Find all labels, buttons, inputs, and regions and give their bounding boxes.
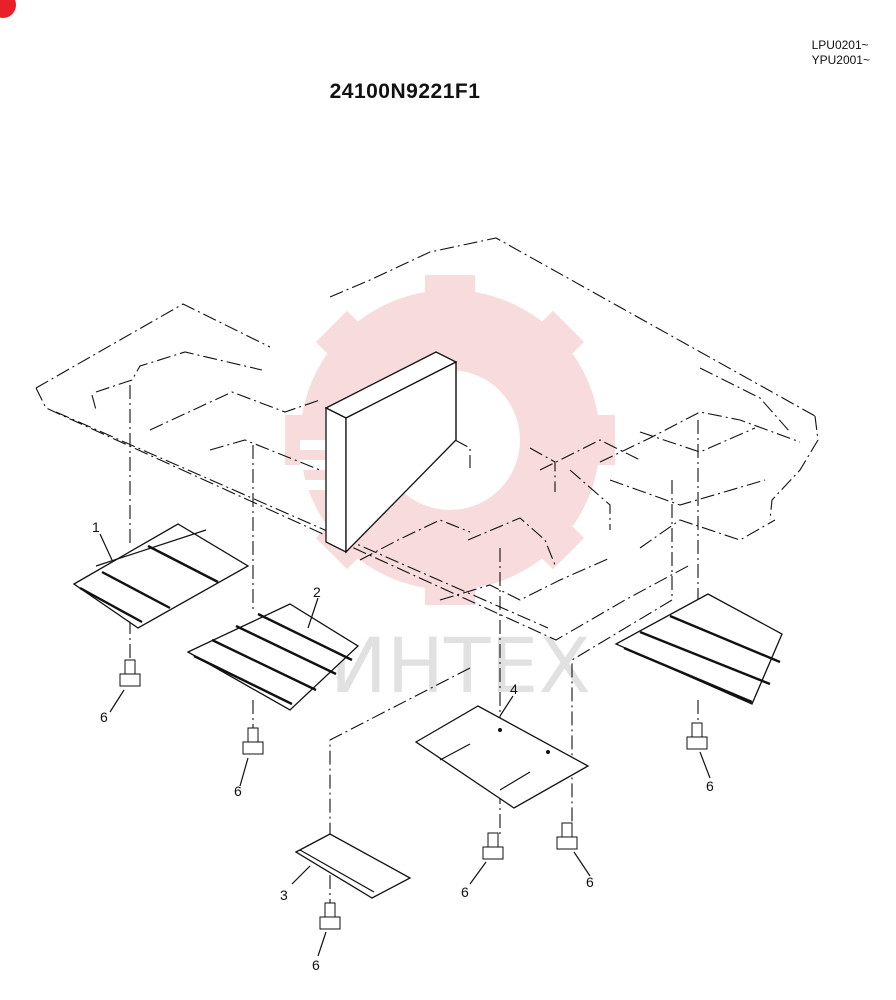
corner-red-mark xyxy=(0,0,16,18)
watermark-text: ИНТЕХ xyxy=(330,621,591,710)
callout-6-f: 6 xyxy=(706,778,714,794)
truck-frame-outline xyxy=(35,237,819,641)
floor-plate-1 xyxy=(72,523,250,629)
callout-leaders xyxy=(99,533,711,957)
assembly-centerlines xyxy=(129,385,699,905)
callout-6-b: 6 xyxy=(234,783,242,799)
callout-6-a: 6 xyxy=(100,709,108,725)
floor-plate-3 xyxy=(294,833,412,899)
part-number-title: 24100N9221F1 xyxy=(329,80,481,103)
bolt-icon-5 xyxy=(556,822,578,850)
callout-6-c: 6 xyxy=(312,957,320,973)
center-crossmember-block xyxy=(324,351,458,554)
callout-6-e: 6 xyxy=(586,874,594,890)
bolt-icon-2 xyxy=(242,727,264,755)
callout-3: 3 xyxy=(280,887,288,903)
bolt-icon-3 xyxy=(319,902,341,930)
bolt-icon-1 xyxy=(119,659,141,687)
serial-range-line-1: LPU0201~ xyxy=(811,38,869,52)
floor-plate-2 xyxy=(186,603,360,711)
serial-range: LPU0201~ YPU2001~ xyxy=(812,38,870,68)
callout-2: 2 xyxy=(313,584,321,600)
callout-6-d: 6 xyxy=(461,884,469,900)
bolt-icon-4 xyxy=(482,832,504,860)
serial-range-line-2: YPU2001~ xyxy=(811,53,870,67)
floor-plate-right xyxy=(614,593,783,705)
callout-4: 4 xyxy=(510,681,518,697)
callout-1: 1 xyxy=(92,519,100,535)
floor-plate-4 xyxy=(414,705,590,809)
bolt-icon-6 xyxy=(686,722,708,750)
